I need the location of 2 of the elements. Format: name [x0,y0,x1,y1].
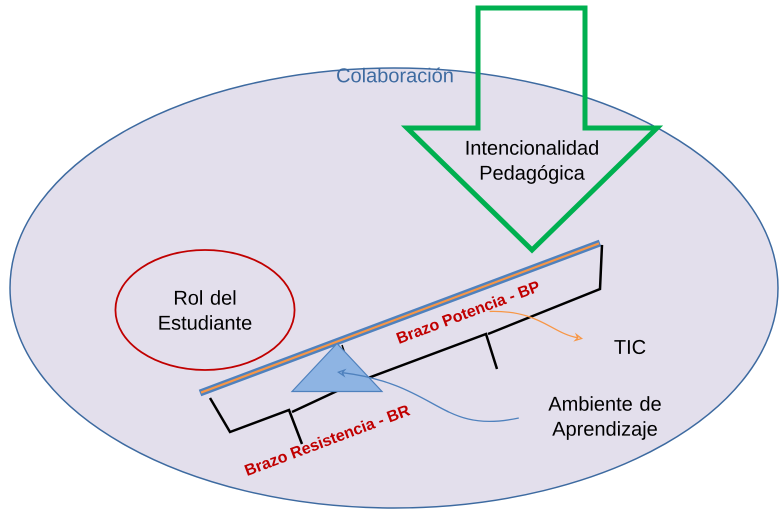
text: Ambiente de Aprendizaje [548,396,661,440]
text: TIC [614,340,646,354]
